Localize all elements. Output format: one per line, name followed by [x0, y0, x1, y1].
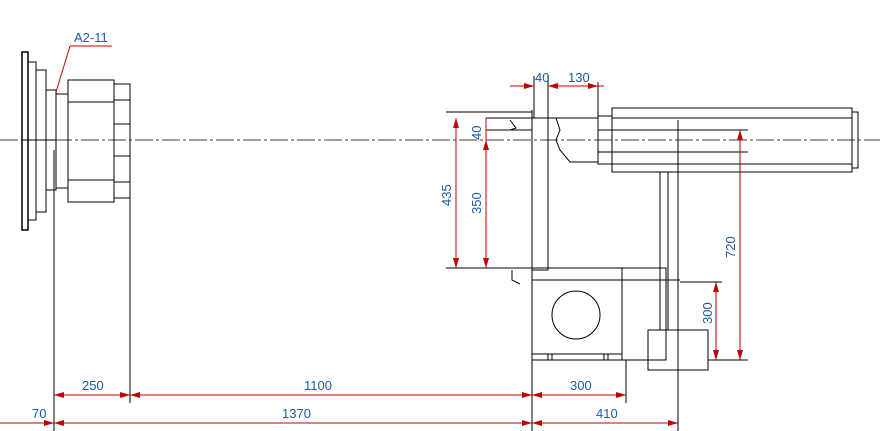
dim-130-top: 130	[548, 70, 604, 116]
motor-circle	[551, 290, 601, 340]
dim-40-vertical: 40	[469, 118, 487, 140]
tailstock-assembly	[446, 111, 667, 361]
chuck-body	[55, 79, 131, 203]
callout-a2-11: A2-11	[55, 30, 112, 93]
dim-label-40-vertical: 40	[469, 126, 484, 140]
spindle-flange	[21, 51, 57, 231]
dim-label-40-top: 40	[535, 70, 549, 85]
dim-300-right: 300	[680, 281, 722, 360]
dim-label-720: 720	[723, 236, 738, 258]
dim-1100: 1100	[130, 378, 532, 398]
dim-720: 720	[708, 130, 748, 361]
dim-label-410: 410	[596, 406, 618, 421]
dim-label-250: 250	[82, 378, 104, 393]
dim-300-bottom: 300	[532, 378, 626, 398]
dim-350: 350	[469, 140, 489, 268]
dim-label-1100: 1100	[304, 378, 332, 393]
dim-label-70: 70	[32, 406, 46, 421]
dim-label-350: 350	[469, 192, 484, 214]
quill-tube	[548, 107, 859, 173]
dim-label-130-top: 130	[568, 70, 590, 85]
support-column	[622, 172, 709, 371]
dim-label-1370: 1370	[282, 406, 311, 421]
dim-1370: 1370	[54, 406, 532, 426]
dim-410: 410	[532, 406, 678, 426]
dim-70: 70	[0, 406, 54, 426]
callout-label: A2-11	[74, 30, 108, 45]
dim-label-300-bottom: 300	[570, 378, 592, 393]
dim-435: 435	[439, 118, 459, 268]
reference-lines	[53, 110, 533, 431]
dim-label-300-right: 300	[700, 302, 715, 324]
dim-250: 250	[54, 378, 130, 398]
dim-label-435: 435	[439, 184, 454, 206]
dim-40-top: 40	[510, 70, 549, 118]
